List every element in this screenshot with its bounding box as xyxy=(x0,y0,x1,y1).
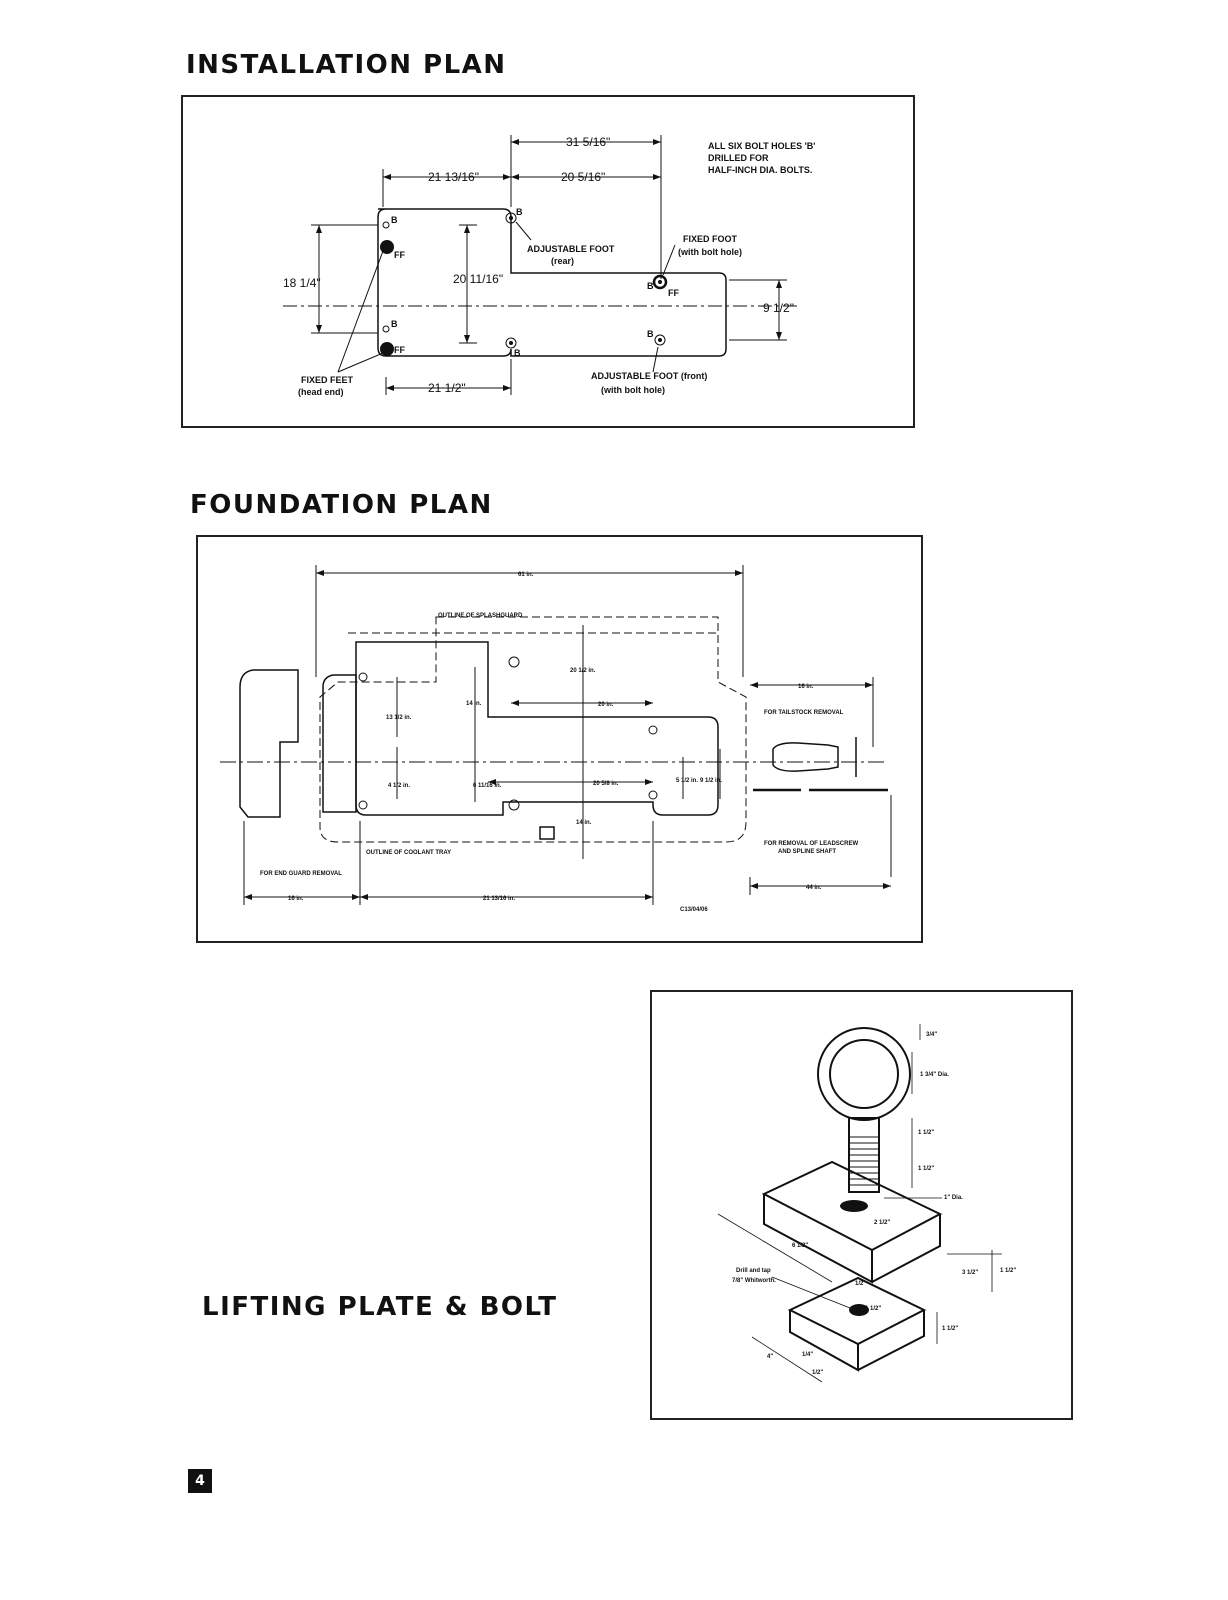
dim-plate-length: 6 1/2" xyxy=(792,1243,808,1249)
dim-31-5-16: 31 5/16" xyxy=(566,135,610,149)
lifting-plate xyxy=(761,1160,943,1284)
label-fixed-feet-sub: (head end) xyxy=(298,387,344,397)
dim-plate-height: 1 1/2" xyxy=(1000,1268,1016,1274)
label-b-2: B xyxy=(391,319,398,329)
dim-base-height: 1 1/2" xyxy=(942,1326,958,1332)
dim-9-1-2: 9 1/2 in. xyxy=(700,778,722,784)
dim-4-1-2: 4 1/2 in. xyxy=(388,783,410,789)
label-b-3: B xyxy=(516,207,523,217)
label-splashguard: OUTLINE OF SPLASHGUARD xyxy=(438,613,523,619)
label-adjustable-foot-front: ADJUSTABLE FOOT (front) xyxy=(591,371,707,381)
coolant-pump xyxy=(539,826,555,840)
label-adjustable-foot-front-sub: (with bolt hole) xyxy=(601,385,665,395)
dimension-lines xyxy=(311,135,787,395)
dim-base-a: 1/4" xyxy=(802,1352,813,1358)
dim-ring-top: 3/4" xyxy=(926,1032,937,1038)
label-b-4: B xyxy=(514,348,521,358)
dim-shank-1: 1 1/2" xyxy=(918,1130,934,1136)
dim-14-upper: 14 in. xyxy=(466,701,482,707)
installation-plan-title: INSTALLATION PLAN xyxy=(186,50,507,80)
dim-18-1-4: 18 1/4" xyxy=(283,276,321,290)
label-end-guard-removal: FOR END GUARD REMOVAL xyxy=(260,871,342,877)
machine-outline xyxy=(355,641,719,816)
installation-plan-drawing: 31 5/16" 20 5/16" 21 13/16" 18 1/4" 20 1… xyxy=(283,135,815,397)
foundation-plan-panel: 61 in. OUTLINE OF SPLASHGUARD 20 1/2 in.… xyxy=(196,535,923,943)
dim-16-left: 16 in. xyxy=(288,896,304,902)
base-plate xyxy=(787,1276,927,1372)
lifting-plate-drawing: 3/4" 1 3/4" Dia. 1 1/2" 1 1/2" 1" Dia. 2… xyxy=(717,1024,1016,1383)
foundation-plan-drawing: 61 in. OUTLINE OF SPLASHGUARD 20 1/2 in.… xyxy=(220,565,892,913)
splashguard-outline xyxy=(319,616,747,843)
label-b-6: B xyxy=(647,329,654,339)
dim-small: 1/2" xyxy=(855,1281,866,1287)
dim-bolt-dia: 1" Dia. xyxy=(944,1195,963,1201)
label-leadscrew-removal-sub: AND SPLINE SHAFT xyxy=(778,849,836,855)
foundation-plan-title: FOUNDATION PLAN xyxy=(190,490,493,520)
drawing-reference: C13/04/06 xyxy=(680,907,708,913)
arrow-heads xyxy=(316,139,782,391)
dim-hole: 2 1/2" xyxy=(874,1220,890,1226)
dimension-lines xyxy=(243,565,892,905)
dim-20-1-2: 20 1/2 in. xyxy=(570,668,596,674)
dimension-lines xyxy=(717,1024,1002,1383)
dim-21-13-16: 21 13/16" xyxy=(428,170,479,184)
head-end-block xyxy=(322,674,357,813)
bolt-holes xyxy=(358,656,658,811)
leader-lines xyxy=(337,221,676,373)
dim-21-1-2: 21 1/2" xyxy=(428,381,466,395)
label-adjustable-foot-rear: ADJUSTABLE FOOT xyxy=(527,244,615,254)
label-fixed-foot: FIXED FOOT xyxy=(683,234,738,244)
bolt-note-line-1: ALL SIX BOLT HOLES 'B' xyxy=(708,141,815,151)
lifting-plate-panel: 3/4" 1 3/4" Dia. 1 1/2" 1 1/2" 1" Dia. 2… xyxy=(650,990,1073,1420)
dim-20-in: 20 in. xyxy=(598,702,614,708)
dim-9-1-2: 9 1/2" xyxy=(763,301,794,315)
dim-16-right: 16 in. xyxy=(798,684,814,690)
dim-ring-dia: 1 3/4" Dia. xyxy=(920,1072,949,1078)
installation-plan-panel: 31 5/16" 20 5/16" 21 13/16" 18 1/4" 20 1… xyxy=(181,95,915,428)
label-fixed-feet: FIXED FEET xyxy=(301,375,354,385)
arrow-heads xyxy=(244,570,891,900)
bolt-note-line-2: DRILLED FOR xyxy=(708,153,769,163)
dim-20-5-8: 20 5/8 in. xyxy=(593,781,619,787)
lifting-plate-title: LIFTING PLATE & BOLT xyxy=(202,1292,558,1322)
label-b-1: B xyxy=(391,215,398,225)
dim-plate-width: 3 1/2" xyxy=(962,1270,978,1276)
label-coolant-tray: OUTLINE OF COOLANT TRAY xyxy=(366,850,451,856)
dim-21-13-16: 21 13/16 in. xyxy=(483,896,515,902)
tapped-hole xyxy=(849,1304,869,1316)
label-leadscrew-removal: FOR REMOVAL OF LEADSCREW xyxy=(764,841,858,847)
dim-13-1-2: 13 1/2 in. xyxy=(386,715,412,721)
feet-and-holes xyxy=(380,212,668,356)
label-b-5: B xyxy=(647,281,654,291)
tailstock-handle xyxy=(772,742,839,772)
label-ff-2: FF xyxy=(394,345,405,355)
dim-base-length: 4" xyxy=(767,1354,773,1360)
label-ff-3: FF xyxy=(668,288,679,298)
label-tailstock-removal: FOR TAILSTOCK REMOVAL xyxy=(764,710,844,716)
machine-outline xyxy=(377,208,727,357)
dim-base-b: 1/2" xyxy=(812,1370,823,1376)
dim-14-lower: 14 in. xyxy=(576,820,592,826)
dim-hole-2: 1 1/2" xyxy=(865,1306,881,1312)
label-drill-tap: Drill and tap xyxy=(736,1268,771,1274)
label-fixed-foot-sub: (with bolt hole) xyxy=(678,247,742,257)
bolt-note-line-3: HALF-INCH DIA. BOLTS. xyxy=(708,165,812,175)
label-ff-1: FF xyxy=(394,250,405,260)
bolt-hole xyxy=(840,1200,868,1212)
dim-20-11-16: 20 11/16" xyxy=(453,272,503,286)
end-guard xyxy=(239,669,299,818)
bolt-thread xyxy=(849,1136,879,1186)
label-whitworth: 7/8" Whitworth. xyxy=(732,1278,776,1284)
label-adjustable-foot-rear-sub: (rear) xyxy=(551,256,574,266)
dim-5-1-2: 5 1/2 in. xyxy=(676,778,698,784)
dim-44-in: 44 in. xyxy=(806,885,822,891)
dim-61-in: 61 in. xyxy=(518,572,534,578)
dim-6-11-16: 6 11/16 in. xyxy=(473,783,502,789)
dim-20-5-16: 20 5/16" xyxy=(561,170,605,184)
page-number: 4 xyxy=(188,1469,212,1493)
dim-shank-2: 1 1/2" xyxy=(918,1166,934,1172)
